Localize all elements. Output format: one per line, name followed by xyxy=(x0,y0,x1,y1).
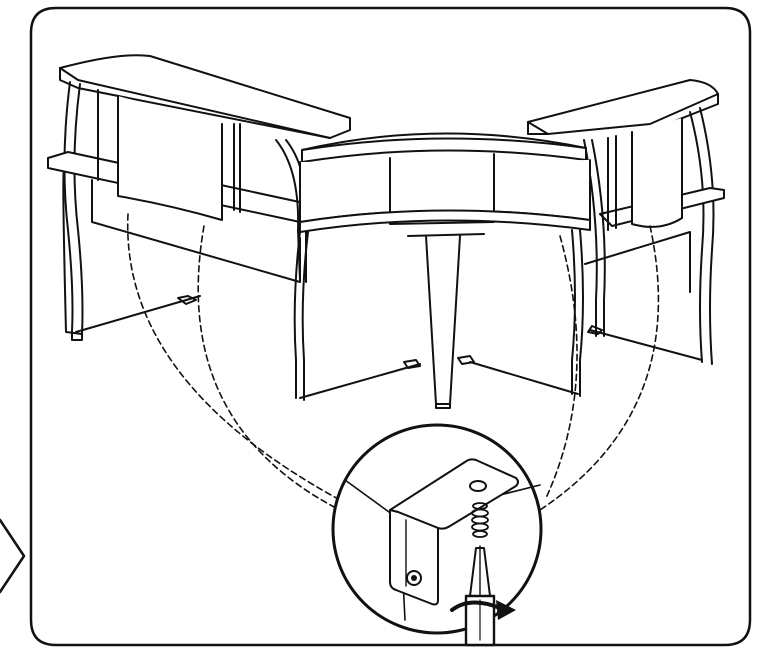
right-wing xyxy=(527,79,725,365)
next-step-arrow-icon xyxy=(0,518,26,594)
center-leg xyxy=(425,235,461,405)
diagram-frame xyxy=(29,6,752,647)
bracket-detail-callout xyxy=(331,423,543,647)
screw xyxy=(471,502,489,538)
left-wing xyxy=(47,54,351,341)
rotation-arrow-icon xyxy=(450,600,502,612)
callout-lines xyxy=(126,213,660,511)
angle-bracket xyxy=(389,458,519,530)
center-counter xyxy=(293,132,591,409)
screwdriver xyxy=(464,545,496,647)
